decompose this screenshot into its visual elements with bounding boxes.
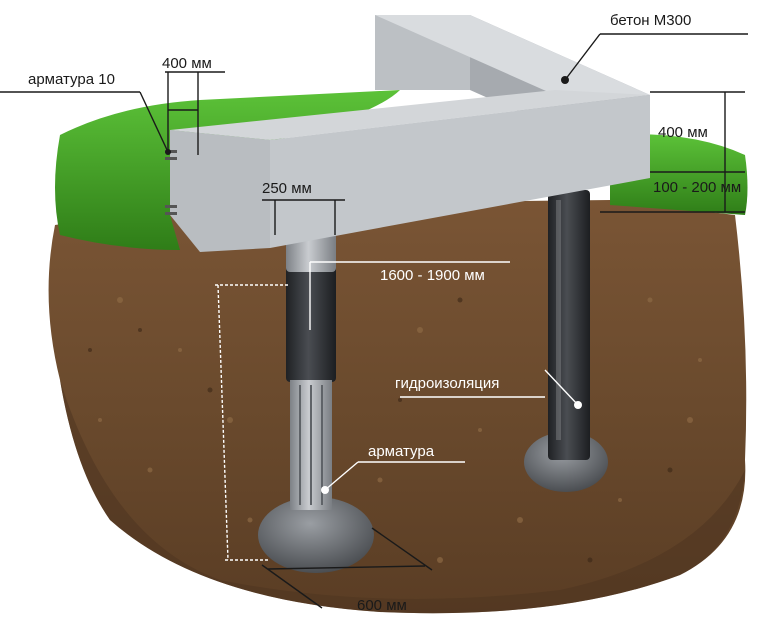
rebar-callout: арматура <box>321 443 465 494</box>
rebar-10-label: арматура 10 <box>28 71 115 88</box>
beam-height-label: 400 мм <box>658 124 708 141</box>
rebar-ends <box>165 150 177 215</box>
rebar-rods <box>299 385 323 505</box>
pile-diameter-label: 250 мм <box>262 180 312 197</box>
waterproofing-callout: гидроизоляция <box>395 369 582 409</box>
waterproofing-label: гидроизоляция <box>395 375 499 392</box>
base-diameter-label: 600 мм <box>357 597 407 614</box>
pile-diameter-dimension: 250 мм <box>262 180 345 235</box>
beam-width-label: 400 мм <box>162 55 212 72</box>
concrete-callout: бетон М300 <box>561 12 748 84</box>
pile-depth-label: 1600 - 1900 мм <box>380 267 485 284</box>
base-diameter-dimension: 600 мм <box>261 527 433 614</box>
gap-label: 100 - 200 мм <box>653 179 741 196</box>
rebar-10-callout: арматура 10 <box>0 71 171 155</box>
pile-depth-dimension: 1600 - 1900 мм <box>215 261 510 561</box>
right-pile <box>524 190 608 492</box>
concrete-beam <box>165 15 650 252</box>
concrete-label: бетон М300 <box>610 12 691 29</box>
left-pile <box>258 232 374 573</box>
beam-height-dimension: 400 мм 100 - 200 мм <box>600 91 745 213</box>
beam-width-dimension: 400 мм <box>162 55 225 155</box>
rebar-label: арматура <box>368 443 435 460</box>
